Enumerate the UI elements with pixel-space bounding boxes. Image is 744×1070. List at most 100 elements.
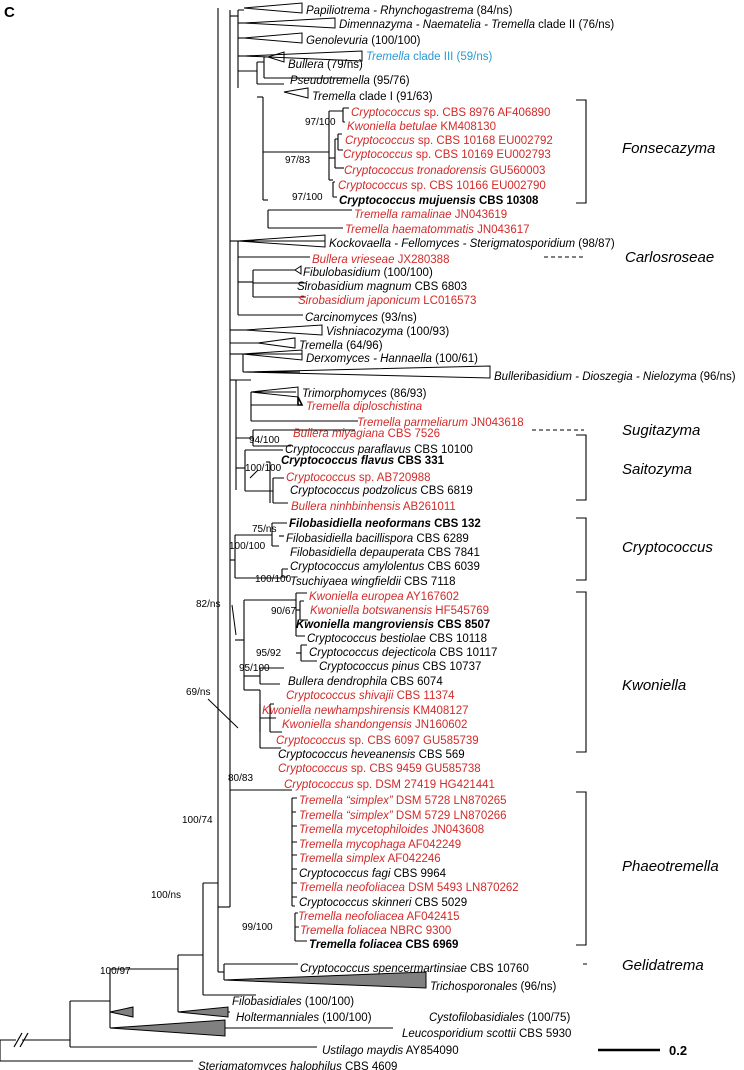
root-break-mark <box>13 1032 29 1048</box>
clade-name-gelidatrema: Gelidatrema <box>622 957 704 974</box>
support-s_100_97: 100/97 <box>100 966 131 977</box>
taxon-label-bullera: Bullera (79/ns) <box>288 59 363 71</box>
support-s_80_83: 80/83 <box>228 773 253 784</box>
clade-name-sugitazyma: Sugitazyma <box>622 422 700 439</box>
taxon-label-kwmangrov: Kwoniella mangroviensis CBS 8507 <box>296 619 490 631</box>
taxon-label-tswingfieldii: Tsuchiyaea wingfieldii CBS 7118 <box>290 576 456 588</box>
taxon-label-cr8976: Cryptococcus sp. CBS 8976 AF406890 <box>351 107 550 119</box>
taxon-label-cystofilobasidiales: Cystofilobasidiales (100/75) <box>429 1012 570 1024</box>
taxon-label-crAB720988: Cryptococcus sp. AB720988 <box>286 472 430 484</box>
taxon-label-buninhbinhensis: Bullera ninhbinhensis AB261011 <box>291 501 456 513</box>
clade-name-carlosroseae: Carlosroseae <box>625 249 714 266</box>
taxon-label-tremella3: Tremella clade III (59/ns) <box>366 51 493 63</box>
69ns-pointer <box>207 698 239 729</box>
taxon-label-trichosporonales: Trichosporonales (96/ns) <box>430 981 557 993</box>
taxon-label-carcinomyces: Carcinomyces (93/ns) <box>305 312 417 324</box>
taxon-label-crparaflavus: Cryptococcus paraflavus CBS 10100 <box>285 444 473 456</box>
taxon-label-fidepauperata: Filobasidiella depauperata CBS 7841 <box>290 547 480 559</box>
scale-label: 0.2 <box>669 1043 687 1058</box>
taxon-label-trimorphomyces: Trimorphomyces (86/93) <box>302 388 427 400</box>
taxon-label-leucosporidium: Leucosporidium scottii CBS 5930 <box>402 1028 571 1040</box>
support-s_95_92: 95/92 <box>256 648 281 659</box>
taxon-label-trneofolaf: Tremella neofoliacea AF042415 <box>298 911 460 923</box>
taxon-label-crshivajii: Cryptococcus shivajii CBS 11374 <box>286 690 455 702</box>
taxon-label-dimennazyma: Dimennazyma - Naematelia - Tremella clad… <box>339 19 614 31</box>
clade-name-kwoniella: Kwoniella <box>622 677 686 694</box>
taxon-label-vishniacozyma: Vishniacozyma (100/93) <box>326 326 449 338</box>
82ns-pointer <box>231 604 237 636</box>
taxon-label-tremella: Tremella (64/96) <box>299 340 383 352</box>
taxon-label-pseudotremella: Pseudotremella (95/76) <box>290 75 410 87</box>
taxon-label-crskinneri: Cryptococcus skinneri CBS 5029 <box>299 897 467 909</box>
taxon-label-cr6097: Cryptococcus sp. CBS 6097 GU585739 <box>276 735 479 747</box>
taxon-label-trneofoldsm: Tremella neofoliacea DSM 5493 LN870262 <box>299 882 519 894</box>
taxon-label-kwbetulae: Kwoniella betulae KM408130 <box>347 121 496 133</box>
support-s_100_100b: 100/100 <box>229 541 266 552</box>
taxon-label-cr10168: Cryptococcus sp. CBS 10168 EU002792 <box>345 135 553 147</box>
tree-branches <box>0 8 393 1062</box>
taxon-label-crpinus: Cryptococcus pinus CBS 10737 <box>319 661 481 673</box>
dashed-leaders <box>532 256 590 965</box>
taxon-label-crspencer: Cryptococcus spencermartinsiae CBS 10760 <box>300 963 529 975</box>
support-values: 97/100 97/83 97/100 94/100 100/100 75/ns 100/1… <box>100 117 336 977</box>
taxon-label-crflavus: Cryptococcus flavus CBS 331 <box>281 455 445 467</box>
taxon-label-fibulobasidium: Fibulobasidium (100/100) <box>303 267 433 279</box>
taxon-label-filobasidiales: Filobasidiales (100/100) <box>232 996 354 1008</box>
taxon-label-trdiploschistina: Tremella diploschistina <box>306 401 422 413</box>
taxon-label-crpodzolicus: Cryptococcus podzolicus CBS 6819 <box>290 485 473 497</box>
taxon-label-cramylolentus: Cryptococcus amylolentus CBS 6039 <box>290 561 480 573</box>
support-s_90_67: 90/67 <box>271 606 296 617</box>
support-s_100_100c: 100/100 <box>255 574 292 585</box>
taxon-label-trsimplex5728: Tremella “simplex” DSM 5728 LN870265 <box>299 795 507 807</box>
taxon-label-bumiyagiana: Bullera miyagiana CBS 7526 <box>293 428 440 440</box>
taxon-label-kockovaella: Kockovaella - Fellomyces - Sterigmatospo… <box>329 238 615 250</box>
taxon-label-fibacillispora: Filobasidiella bacillispora CBS 6289 <box>286 533 469 545</box>
taxon-label-sterigmatomyces: Sterigmatomyces halophilus CBS 4609 <box>198 1061 397 1070</box>
taxon-label-simagnum: Sirobasidium magnum CBS 6803 <box>297 281 467 293</box>
taxa-labels: Papiliotrema - Rhynchogastrema (84/ns) Di… <box>198 5 736 1070</box>
taxon-label-papiliotrema: Papiliotrema - Rhynchogastrema (84/ns) <box>306 5 513 17</box>
clade-name-phaeotremella: Phaeotremella <box>622 858 719 875</box>
taxon-label-bulleribasidium: Bulleribasidium - Dioszegia - Nielozyma … <box>494 371 736 383</box>
taxon-label-trramalinae: Tremella ramalinae JN043619 <box>354 209 507 221</box>
taxon-label-crdsm27419: Cryptococcus sp. DSM 27419 HG421441 <box>284 779 495 791</box>
taxon-label-crmujuensis: Cryptococcus mujuensis CBS 10308 <box>339 195 539 207</box>
support-s_100_100a: 100/100 <box>245 463 282 474</box>
taxon-label-crheveanensis: Cryptococcus heveanensis CBS 569 <box>278 749 465 761</box>
panel-label: C <box>4 4 15 21</box>
taxon-label-budendrophila: Bullera dendrophila CBS 6074 <box>288 676 443 688</box>
taxon-label-kwbotswanensis: Kwoniella botswanensis HF545769 <box>310 605 489 617</box>
taxon-label-trfoliaceacbs: Tremella foliacea CBS 6969 <box>309 939 458 951</box>
support-s_97_100b: 97/100 <box>292 192 323 203</box>
clade-name-fonsecazyma: Fonsecazyma <box>622 140 715 157</box>
taxon-label-trhaemat: Tremella haematommatis JN043617 <box>345 224 530 236</box>
taxon-label-trmycophaga: Tremella mycophaga AF042249 <box>299 839 461 851</box>
support-s_100_ns: 100/ns <box>151 890 181 901</box>
support-s_82_ns: 82/ns <box>196 599 220 610</box>
support-s_97_83: 97/83 <box>285 155 310 166</box>
taxon-label-fineoformans: Filobasidiella neoformans CBS 132 <box>289 518 481 530</box>
taxon-label-tremella1: Tremella clade I (91/63) <box>312 91 433 103</box>
taxon-label-genolevuria: Genolevuria (100/100) <box>306 35 421 47</box>
taxon-label-kwshandong: Kwoniella shandongensis JN160602 <box>282 719 467 731</box>
support-s_97_100a: 97/100 <box>305 117 336 128</box>
taxon-label-cr10166: Cryptococcus sp. CBS 10166 EU002790 <box>338 180 546 192</box>
support-s_94_100: 94/100 <box>249 435 280 446</box>
taxon-label-crfagi: Cryptococcus fagi CBS 9964 <box>299 868 447 880</box>
taxon-label-ustilago: Ustilago maydis AY854090 <box>322 1045 459 1057</box>
support-s_99_100: 99/100 <box>242 922 273 933</box>
taxon-label-kweuropea: Kwoniella europea AY167602 <box>309 591 459 603</box>
taxon-label-buvrieseae: Bullera vrieseae JX280388 <box>312 254 449 266</box>
support-s_75_ns: 75/ns <box>252 524 276 535</box>
support-s_69_ns: 69/ns <box>186 687 210 698</box>
taxon-label-crbestiolae: Cryptococcus bestiolae CBS 10118 <box>307 633 487 645</box>
taxon-label-trfoliaceanbrc: Tremella foliacea NBRC 9300 <box>300 925 451 937</box>
clade-brackets <box>576 99 587 946</box>
taxon-label-crtronad: Cryptococcus tronadorensis GU560003 <box>344 165 545 177</box>
support-s_95_100: 95/100 <box>239 663 270 674</box>
support-s_100_74: 100/74 <box>182 815 213 826</box>
taxon-label-sijaponicum: Sirobasidium japonicum LC016573 <box>298 295 476 307</box>
clade-name-cryptococcus: Cryptococcus <box>622 539 713 556</box>
taxon-label-derxomyces: Derxomyces - Hannaella (100/61) <box>306 353 478 365</box>
